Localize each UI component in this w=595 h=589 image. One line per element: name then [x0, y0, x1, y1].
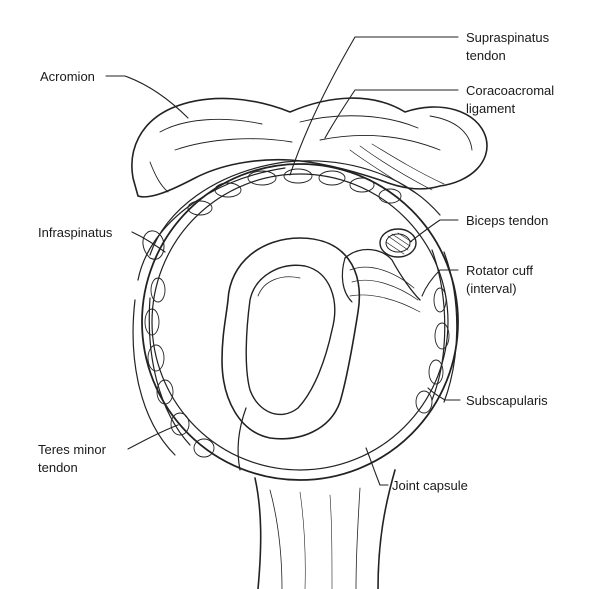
label-subscapularis: Subscapularis: [466, 393, 548, 408]
leader-biceps: [409, 219, 459, 243]
label-rotator-cuff-line1: Rotator cuff: [466, 263, 533, 278]
label-coracoacromial-line2: ligament: [466, 101, 516, 116]
leader-teres-minor: [127, 424, 179, 450]
label-supraspinatus-line1: Supraspinatus: [466, 30, 550, 45]
leader-subscapularis: [427, 387, 461, 401]
leader-acromion: [105, 75, 189, 119]
label-infraspinatus: Infraspinatus: [38, 225, 113, 240]
label-teres-minor-line2: tendon: [38, 460, 78, 475]
label-biceps-tendon: Biceps tendon: [466, 213, 549, 228]
label-joint-capsule: Joint capsule: [392, 478, 468, 493]
humerus-shaft: [254, 469, 396, 589]
leader-infraspinatus: [131, 231, 166, 253]
acromion-bone: [131, 97, 488, 198]
label-teres-minor-line1: Teres minor: [38, 442, 106, 457]
biceps-tendon-structure: [341, 228, 421, 313]
joint-capsule-outline: [141, 163, 459, 481]
leader-lines: [105, 36, 461, 486]
rotator-cuff-band: [132, 160, 458, 458]
label-supraspinatus-line2: tendon: [466, 48, 506, 63]
leader-coracoacromial: [324, 89, 459, 139]
leader-supraspinatus: [289, 36, 459, 176]
leader-rotator-cuff: [421, 269, 459, 297]
label-acromion: Acromion: [40, 69, 95, 84]
humeral-head: [221, 237, 361, 471]
leader-joint-capsule: [365, 447, 389, 486]
label-coracoacromial-line1: Coracoacromal: [466, 83, 555, 98]
label-rotator-cuff-line2: (interval): [466, 281, 517, 296]
